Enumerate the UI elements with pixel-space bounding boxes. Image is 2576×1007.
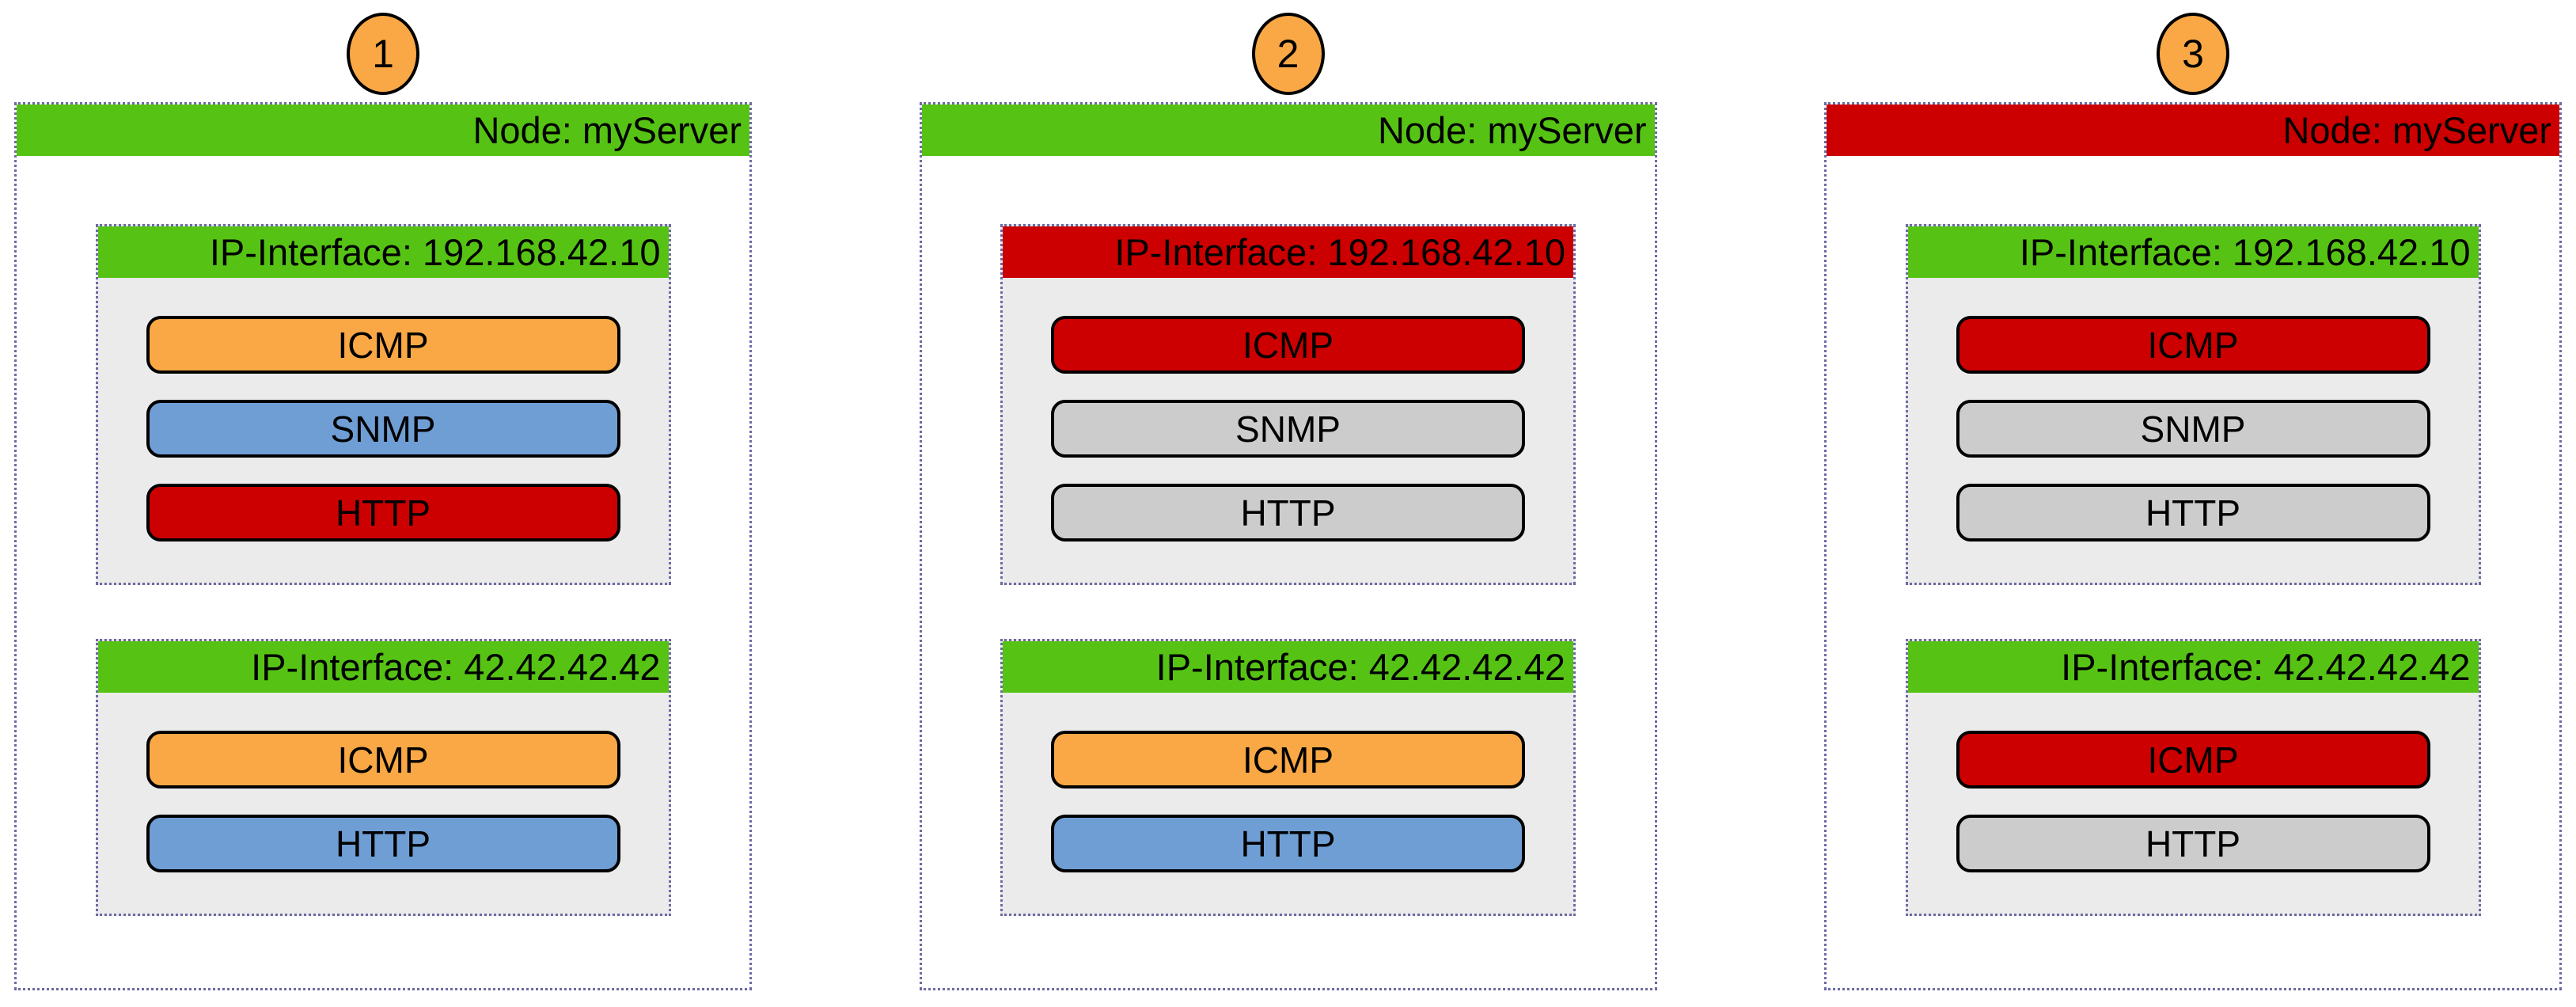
service-list: ICMP HTTP <box>1908 693 2479 914</box>
service-list: ICMP SNMP HTTP <box>98 278 669 583</box>
interface-box: IP-Interface: 192.168.42.10 ICMP SNMP HT… <box>95 224 671 585</box>
step-badge-2: 2 <box>1251 13 1325 95</box>
service-list: ICMP HTTP <box>98 693 669 914</box>
node-box: Node: myServer IP-Interface: 192.168.42.… <box>14 102 752 990</box>
service-label: ICMP <box>337 324 429 366</box>
step-badge-number: 1 <box>372 32 394 76</box>
service-pill-snmp: SNMP <box>1956 400 2430 458</box>
service-pill-icmp: ICMP <box>1051 316 1525 374</box>
service-label: ICMP <box>1242 324 1334 366</box>
service-pill-snmp: SNMP <box>1051 400 1525 458</box>
interface-title: IP-Interface: 42.42.42.42 <box>1155 646 1565 688</box>
interface-title: IP-Interface: 192.168.42.10 <box>209 231 661 273</box>
service-pill-http: HTTP <box>1051 815 1525 872</box>
service-pill-http: HTTP <box>146 815 620 872</box>
node-title: Node: myServer <box>1377 109 1647 151</box>
service-list: ICMP SNMP HTTP <box>1003 278 1573 583</box>
service-pill-icmp: ICMP <box>146 731 620 788</box>
interface-header: IP-Interface: 192.168.42.10 <box>1907 226 2479 278</box>
service-pill-icmp: ICMP <box>1956 316 2430 374</box>
service-pill-http: HTTP <box>1051 484 1525 542</box>
node-box: Node: myServer IP-Interface: 192.168.42.… <box>919 102 1657 990</box>
step-badge-number: 2 <box>1277 32 1299 76</box>
service-label: SNMP <box>330 408 436 450</box>
service-label: ICMP <box>2147 324 2239 366</box>
interface-header: IP-Interface: 192.168.42.10 <box>97 226 669 278</box>
service-label: SNMP <box>1235 408 1341 450</box>
interface-title: IP-Interface: 42.42.42.42 <box>2061 646 2471 688</box>
node-title: Node: myServer <box>472 109 742 151</box>
service-label: HTTP <box>335 823 431 864</box>
interface-box: IP-Interface: 42.42.42.42 ICMP HTTP <box>95 639 671 916</box>
service-label: HTTP <box>2145 823 2241 864</box>
service-pill-icmp: ICMP <box>1051 731 1525 788</box>
node-header: Node: myServer <box>1827 104 2559 156</box>
interface-title: IP-Interface: 192.168.42.10 <box>2019 231 2471 273</box>
service-label: HTTP <box>1240 823 1336 864</box>
service-label: HTTP <box>2145 492 2241 534</box>
interface-box: IP-Interface: 192.168.42.10 ICMP SNMP HT… <box>1000 224 1576 585</box>
interface-header: IP-Interface: 42.42.42.42 <box>1003 641 1573 693</box>
step-badge-3: 3 <box>2157 13 2229 95</box>
service-pill-icmp: ICMP <box>1956 731 2430 788</box>
interface-box: IP-Interface: 192.168.42.10 ICMP SNMP HT… <box>1905 224 2481 585</box>
service-label: HTTP <box>335 492 431 534</box>
service-label: ICMP <box>1242 739 1334 781</box>
interface-header: IP-Interface: 192.168.42.10 <box>1003 226 1573 278</box>
interface-header: IP-Interface: 42.42.42.42 <box>97 641 669 693</box>
service-label: HTTP <box>1240 492 1336 534</box>
node-diagram-3: 3 Node: myServer IP-Interface: 192.168.4… <box>1824 0 2562 1007</box>
service-pill-http: HTTP <box>1956 815 2430 872</box>
node-header: Node: myServer <box>17 104 749 156</box>
service-list: ICMP HTTP <box>1003 693 1573 914</box>
interface-title: IP-Interface: 42.42.42.42 <box>251 646 661 688</box>
service-label: ICMP <box>2147 739 2239 781</box>
interface-box: IP-Interface: 42.42.42.42 ICMP HTTP <box>1000 639 1576 916</box>
interface-box: IP-Interface: 42.42.42.42 ICMP HTTP <box>1905 639 2481 916</box>
node-header: Node: myServer <box>921 104 1655 156</box>
interface-header: IP-Interface: 42.42.42.42 <box>1907 641 2479 693</box>
service-label: SNMP <box>2140 408 2246 450</box>
node-diagram-1: 1 Node: myServer IP-Interface: 192.168.4… <box>14 0 752 1007</box>
service-pill-snmp: SNMP <box>146 400 620 458</box>
service-label: ICMP <box>337 739 429 781</box>
node-box: Node: myServer IP-Interface: 192.168.42.… <box>1824 102 2562 990</box>
node-title: Node: myServer <box>2282 109 2551 151</box>
interface-title: IP-Interface: 192.168.42.10 <box>1114 231 1565 273</box>
step-badge-1: 1 <box>347 13 419 95</box>
service-pill-http: HTTP <box>146 484 620 542</box>
service-pill-http: HTTP <box>1956 484 2430 542</box>
service-pill-icmp: ICMP <box>146 316 620 374</box>
service-list: ICMP SNMP HTTP <box>1908 278 2479 583</box>
step-badge-number: 3 <box>2182 32 2204 76</box>
node-diagram-2: 2 Node: myServer IP-Interface: 192.168.4… <box>919 0 1657 1007</box>
